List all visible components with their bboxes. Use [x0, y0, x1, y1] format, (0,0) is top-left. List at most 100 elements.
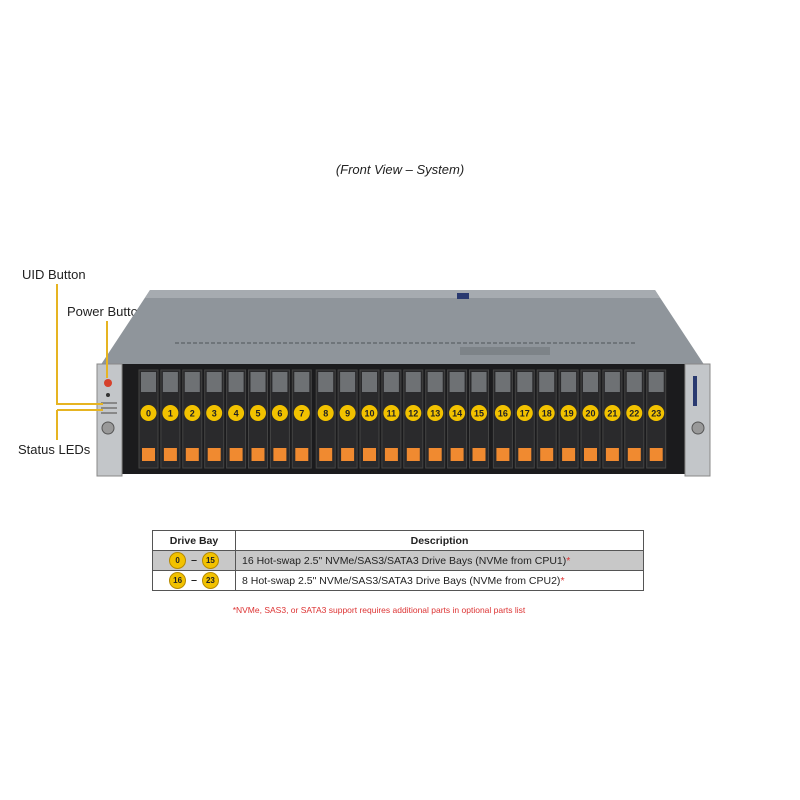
bay-number-badge — [361, 405, 378, 421]
drive-release-tab[interactable] — [207, 448, 221, 461]
uid-button[interactable] — [106, 393, 110, 397]
drive-release-tab[interactable] — [406, 448, 420, 461]
status-leds-label: Status LEDs — [18, 442, 91, 457]
drive-bay-6[interactable]: 6 — [269, 369, 290, 469]
drive-bay-9[interactable]: 9 — [337, 369, 358, 469]
drive-release-tab[interactable] — [562, 448, 576, 461]
drive-latch — [449, 372, 465, 392]
range-dash: – — [191, 554, 197, 567]
bay-number-badge — [339, 405, 356, 421]
uid-button-label: UID Button — [22, 267, 86, 282]
bay-number-badge — [516, 405, 533, 421]
drive-bay-13[interactable]: 13 — [425, 369, 446, 469]
bay-number-badge — [449, 405, 466, 421]
drive-release-tab[interactable] — [496, 448, 510, 461]
drive-release-tab[interactable] — [605, 448, 619, 461]
bay-number: 1 — [168, 409, 173, 419]
drive-bay-0[interactable]: 0 — [138, 369, 159, 469]
drive-latch — [383, 372, 399, 392]
bay-number-badge — [405, 405, 422, 421]
drive-bay-23[interactable]: 23 — [646, 369, 667, 469]
drive-release-tab[interactable] — [142, 448, 155, 461]
drive-release-tab[interactable] — [384, 448, 398, 461]
drive-bay-4[interactable]: 4 — [226, 369, 247, 469]
bay-number-badge — [538, 405, 555, 421]
drive-release-tab[interactable] — [251, 448, 265, 461]
bay-badge: 0 — [169, 552, 187, 569]
drive-release-tab[interactable] — [319, 448, 333, 461]
drive-release-tab[interactable] — [185, 448, 199, 461]
drive-release-tab[interactable] — [518, 448, 532, 461]
drive-bay-22[interactable]: 22 — [624, 369, 645, 469]
drive-bay-11[interactable]: 11 — [381, 369, 402, 469]
power-button-label: Power Button — [67, 304, 146, 319]
bay-number: 8 — [323, 409, 328, 419]
bay-badge: 23 — [201, 572, 219, 589]
bay-number-badge — [604, 405, 621, 421]
drive-release-tab[interactable] — [428, 448, 442, 461]
drive-bay-16[interactable]: 16 — [492, 369, 513, 469]
drive-release-tab[interactable] — [627, 448, 641, 461]
drive-release-tab[interactable] — [649, 448, 663, 461]
bay-number: 15 — [474, 409, 484, 419]
header-drive-bay: Drive Bay — [152, 530, 236, 551]
bay-number-badge — [626, 405, 643, 421]
drive-bay-21[interactable]: 21 — [602, 369, 623, 469]
bay-number: 10 — [364, 409, 374, 419]
drive-latch — [427, 372, 443, 392]
bay-number: 21 — [607, 409, 617, 419]
bay-number-badge — [582, 405, 599, 421]
bay-number-badge — [648, 405, 665, 421]
drive-latch — [626, 372, 642, 392]
bay-number: 14 — [452, 409, 462, 419]
bay-number: 20 — [585, 409, 595, 419]
bay-number: 17 — [520, 409, 530, 419]
bay-number: 4 — [234, 409, 239, 419]
status-leds — [101, 402, 117, 414]
drive-release-tab[interactable] — [363, 448, 376, 461]
bay-number: 2 — [190, 409, 195, 419]
row-description: 16 Hot-swap 2.5" NVMe/SAS3/SATA3 Drive B… — [242, 554, 567, 567]
drive-bay-14[interactable]: 14 — [447, 369, 468, 469]
drive-bay-2[interactable]: 2 — [182, 369, 203, 469]
drive-bay-10[interactable]: 10 — [359, 369, 380, 469]
drive-bay-5[interactable]: 5 — [248, 369, 268, 469]
bay-badge: 16 — [169, 572, 187, 589]
drive-release-tab[interactable] — [295, 448, 309, 461]
drive-latch — [539, 372, 555, 392]
drive-release-tab[interactable] — [273, 448, 287, 461]
drive-bay-7[interactable]: 7 — [291, 369, 312, 469]
power-button[interactable] — [104, 379, 112, 387]
drive-release-tab[interactable] — [450, 448, 464, 461]
drive-latch — [604, 372, 620, 392]
drive-release-tab[interactable] — [540, 448, 554, 461]
drive-release-tab[interactable] — [163, 448, 177, 461]
drive-latch — [648, 372, 664, 392]
footnote-mark: * — [560, 574, 565, 587]
drive-bay-17[interactable]: 17 — [514, 369, 535, 469]
bay-number-badge — [383, 405, 400, 421]
drive-latch — [362, 372, 377, 392]
bay-number-badge — [427, 405, 444, 421]
drive-bay-20[interactable]: 20 — [580, 369, 601, 469]
bay-number: 23 — [651, 409, 661, 419]
drive-latch — [272, 372, 288, 392]
drive-release-tab[interactable] — [584, 448, 597, 461]
bay-number-badge — [228, 405, 245, 421]
figure-caption: (Front View – System) — [335, 162, 465, 177]
drive-release-tab[interactable] — [472, 448, 486, 461]
drive-bay-19[interactable]: 19 — [558, 369, 579, 469]
bay-number-badge — [293, 405, 310, 421]
footnote: *NVMe, SAS3, or SATA3 support requires a… — [232, 605, 526, 615]
drive-release-tab[interactable] — [341, 448, 355, 461]
drive-bay-1[interactable]: 1 — [160, 369, 181, 469]
drive-bay-3[interactable]: 3 — [204, 369, 225, 469]
drive-bay-18[interactable]: 18 — [536, 369, 557, 469]
drive-bay-8[interactable]: 8 — [315, 369, 336, 469]
drive-release-tab[interactable] — [229, 448, 243, 461]
drive-bay-15[interactable]: 15 — [469, 369, 489, 469]
bay-number: 11 — [387, 409, 397, 419]
drive-bay-12[interactable]: 12 — [403, 369, 424, 469]
